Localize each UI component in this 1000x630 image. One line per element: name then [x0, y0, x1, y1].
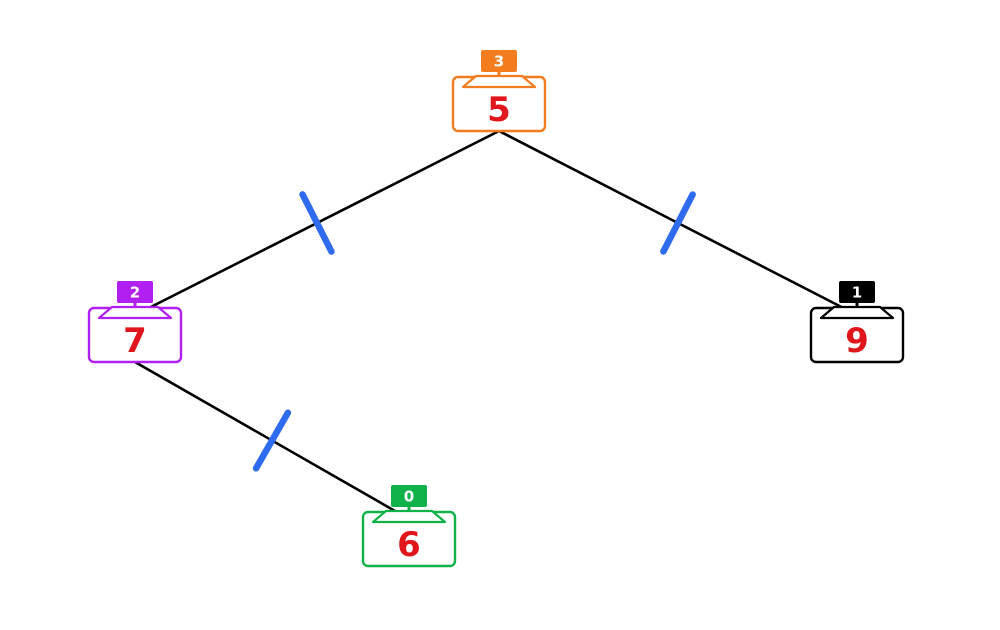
edge-mark	[660, 191, 696, 255]
edge-mark	[299, 191, 335, 255]
edge-n2-n0	[134, 360, 410, 521]
node-value: 7	[123, 321, 147, 361]
node-id-label: 0	[404, 488, 414, 506]
node-3[interactable]: 35	[451, 50, 547, 133]
edge-n3-n1	[498, 129, 858, 317]
edge-n3-n2	[134, 129, 500, 317]
node-2[interactable]: 27	[87, 281, 183, 364]
edges-layer	[134, 129, 858, 521]
edge-mark	[252, 409, 292, 472]
node-id-label: 1	[852, 284, 862, 302]
computer-icon	[97, 281, 173, 320]
computer-icon	[371, 485, 447, 524]
node-id-label: 2	[130, 284, 140, 302]
node-id-label: 3	[494, 53, 504, 71]
node-1[interactable]: 19	[809, 281, 905, 364]
node-value: 5	[487, 90, 511, 130]
node-value: 6	[397, 525, 421, 565]
computer-icon	[819, 281, 895, 320]
node-0[interactable]: 06	[361, 485, 457, 568]
computer-icon	[461, 50, 537, 89]
node-value: 9	[845, 321, 869, 361]
